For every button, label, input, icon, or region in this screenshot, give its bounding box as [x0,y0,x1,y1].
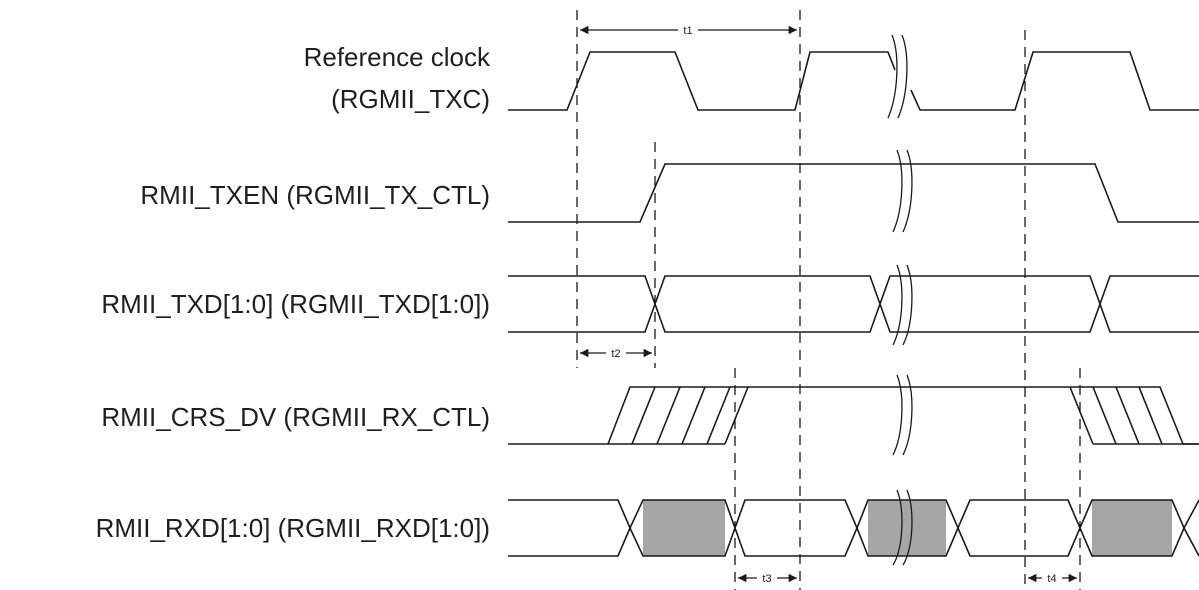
rxd-bus [508,500,1199,556]
rxd-shaded-segment [868,500,946,556]
rxd-shaded-segment [643,500,725,556]
ref-clock-waveform [508,52,895,110]
rxd-shaded-segment [1092,500,1172,556]
txd-bus [508,276,1199,332]
t4-label: t4 [1047,573,1056,585]
t1-label: t1 [683,25,692,37]
txen-waveform [508,164,1199,222]
ref-clock-waveform-cont [911,52,1199,110]
t3-label: t3 [762,573,771,585]
break-markers [888,35,912,565]
t2-label: t2 [611,348,620,360]
crs-dv-waveform [508,387,1199,444]
